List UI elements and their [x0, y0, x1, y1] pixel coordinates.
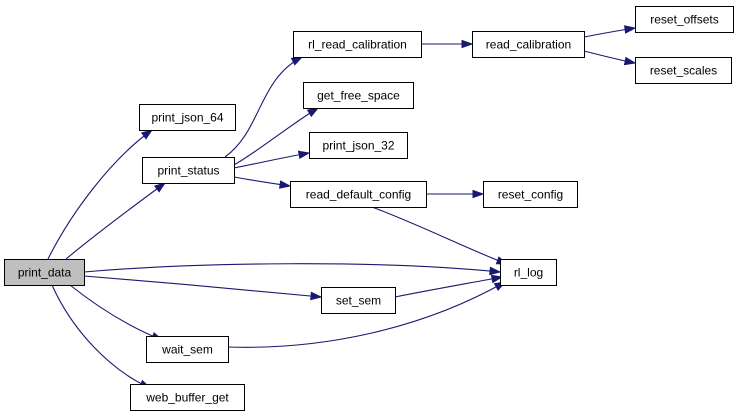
node-label: reset_offsets [650, 13, 718, 27]
edge-line [233, 107, 319, 166]
node-label: reset_scales [650, 64, 717, 78]
arrowhead-icon [624, 25, 637, 34]
edge-line [69, 284, 163, 341]
node-set_sem[interactable]: set_sem [321, 287, 396, 314]
node-print_status[interactable]: print_status [142, 157, 235, 184]
edge-read_calibration-to-reset_offsets [583, 25, 637, 38]
node-print_json_32[interactable]: print_json_32 [309, 132, 408, 159]
node-label: rl_read_calibration [308, 38, 407, 52]
edge-read_calibration-to-reset_scales [583, 50, 637, 66]
node-box[interactable] [142, 157, 235, 184]
edge-line [47, 129, 153, 260]
node-web_buffer_get[interactable]: web_buffer_get [130, 384, 245, 411]
node-label: print_data [18, 266, 72, 280]
node-read_default_config[interactable]: read_default_config [290, 181, 427, 208]
edge-print_data-to-wait_sem [69, 284, 164, 341]
arrowhead-icon [297, 150, 311, 159]
arrowhead-icon [490, 274, 504, 284]
node-box[interactable] [130, 384, 245, 411]
edge-line [233, 152, 310, 169]
edge-line [51, 284, 151, 389]
edge-line [394, 276, 503, 298]
node-get_free_space[interactable]: get_free_space [303, 82, 414, 109]
node-label: rl_log [514, 266, 543, 280]
arrowhead-icon [306, 107, 320, 118]
edge-print_status-to-print_json_32 [233, 150, 311, 169]
node-print_json_64[interactable]: print_json_64 [139, 104, 236, 131]
edge-print_status-to-rl_read_calibration [224, 56, 304, 158]
node-label: get_free_space [317, 89, 400, 103]
edge-print_data-to-rl_log [83, 263, 502, 276]
node-box[interactable] [139, 104, 236, 131]
node-box[interactable] [635, 6, 734, 33]
edge-read_default_config-to-rl_log [371, 206, 509, 265]
node-print_data[interactable]: print_data [4, 259, 85, 286]
arrowhead-icon [153, 182, 167, 193]
node-box[interactable] [293, 31, 422, 58]
arrowhead-icon [310, 291, 323, 301]
edge-print_status-to-get_free_space [233, 107, 320, 166]
arrowhead-icon [472, 189, 485, 199]
arrowhead-icon [461, 39, 474, 49]
node-rl_read_calibration[interactable]: rl_read_calibration [293, 31, 422, 58]
node-layer: print_data print_json_64 print_status rl_lo… [4, 6, 734, 411]
node-box[interactable] [303, 82, 414, 109]
node-box[interactable] [472, 31, 585, 58]
node-label: wait_sem [161, 343, 213, 357]
edge-print_data-to-web_buffer_get [51, 284, 152, 389]
edge-set_sem-to-rl_log [394, 274, 504, 298]
node-read_calibration[interactable]: read_calibration [472, 31, 585, 58]
node-box[interactable] [4, 259, 85, 286]
edge-print_status-to-read_default_config [233, 176, 292, 189]
node-label: print_json_64 [151, 111, 223, 125]
arrowhead-icon [489, 266, 502, 276]
arrowhead-icon [290, 56, 304, 66]
arrowhead-icon [140, 129, 154, 140]
node-rl_log[interactable]: rl_log [500, 259, 557, 286]
edge-line [224, 56, 303, 158]
edge-line [83, 275, 322, 298]
node-box[interactable] [321, 287, 396, 314]
node-label: print_status [157, 164, 219, 178]
node-wait_sem[interactable]: wait_sem [146, 336, 229, 363]
node-label: print_json_32 [322, 139, 394, 153]
edge-line [227, 281, 506, 348]
node-label: read_calibration [486, 38, 571, 52]
node-reset_config[interactable]: reset_config [483, 181, 578, 208]
arrowhead-icon [279, 180, 292, 189]
node-label: web_buffer_get [145, 391, 229, 405]
node-label: read_default_config [306, 188, 411, 202]
node-box[interactable] [309, 132, 408, 159]
node-box[interactable] [500, 259, 557, 286]
node-box[interactable] [290, 181, 427, 208]
edge-rl_read_calibration-to-read_calibration [421, 39, 474, 49]
edge-line [371, 206, 508, 265]
edge-read_default_config-to-reset_config [426, 189, 485, 199]
node-box[interactable] [146, 336, 229, 363]
edge-line [65, 182, 166, 260]
node-reset_offsets[interactable]: reset_offsets [635, 6, 734, 33]
node-label: reset_config [498, 188, 563, 202]
arrowhead-icon [623, 56, 637, 66]
node-reset_scales[interactable]: reset_scales [635, 57, 732, 84]
node-box[interactable] [635, 57, 732, 84]
node-box[interactable] [483, 181, 578, 208]
edge-print_data-to-print_json_64 [47, 129, 154, 260]
node-label: set_sem [336, 294, 381, 308]
edge-print_data-to-print_status [65, 182, 167, 260]
edge-line [83, 263, 501, 273]
edge-print_data-to-set_sem [83, 275, 323, 301]
